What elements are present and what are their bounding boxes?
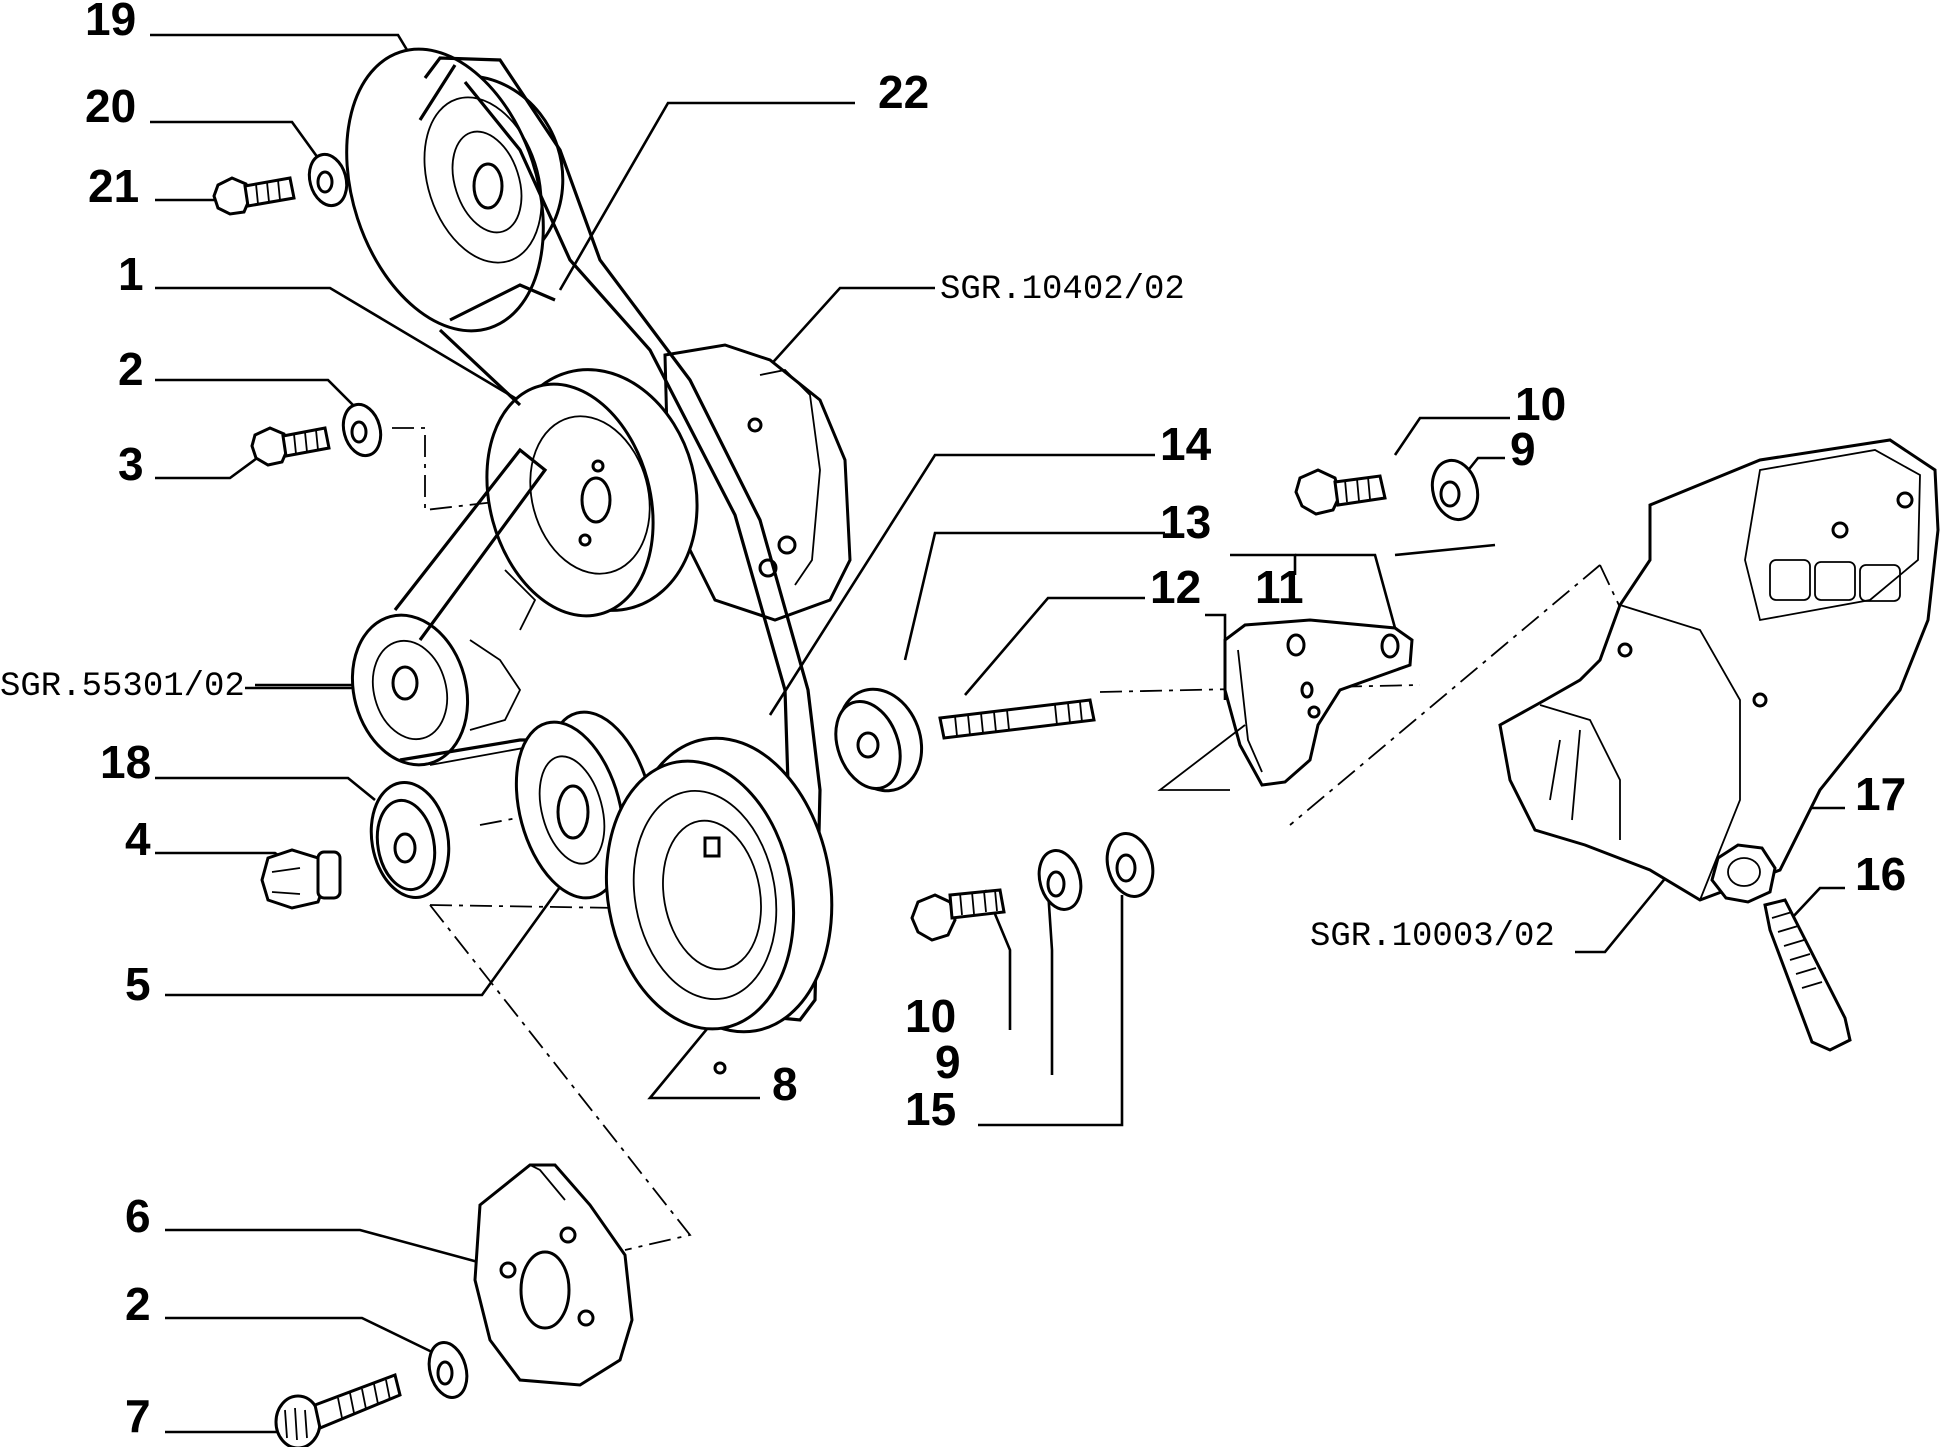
bolt-10-upper [1294,468,1387,516]
washer-20 [307,152,349,208]
callout-15: 15 [905,1083,956,1135]
washer-15 [1105,832,1155,898]
callout-10-lower: 10 [905,990,956,1042]
reference-codes: SGR.10402/02 SGR.55301/02 SGR.10003/02 [0,271,1555,956]
callout-8: 8 [772,1058,798,1110]
callout-9-upper: 9 [1510,423,1536,475]
nut-17 [1710,843,1777,904]
callout-3: 3 [118,438,144,490]
stud-16 [1763,898,1852,1052]
bracket-11 [1157,618,1414,791]
callout-12: 12 [1150,561,1201,613]
callout-19: 19 [85,0,136,45]
callout-21: 21 [88,160,139,212]
washer-2-lower [427,1341,469,1399]
belt-22 [418,56,822,1022]
washer-2-upper [341,402,383,458]
ref-sgr-10402: SGR.10402/02 [940,271,1185,309]
callout-11: 11 [1255,561,1304,613]
crank-pulley-8 [604,736,834,1075]
ref-sgr-55301: SGR.55301/02 [0,668,245,706]
callout-20: 20 [85,80,136,132]
callout-4: 4 [125,813,151,865]
callout-9-lower: 9 [935,1036,961,1088]
washer-18 [369,781,451,899]
callout-13: 13 [1160,496,1211,548]
callout-1: 1 [118,248,144,300]
washer-9-upper [1430,458,1480,522]
washer-14 [834,687,924,793]
callout-10-upper: 10 [1515,378,1566,430]
stud-12 [938,698,1096,740]
engine-block [1498,438,1940,902]
plate-6 [473,1163,634,1387]
callout-16: 16 [1855,848,1906,900]
ref-sgr-10003: SGR.10003/02 [1310,918,1555,956]
bolt-21 [212,176,296,216]
tensioner-pulley [350,447,560,767]
bolt-3 [250,426,331,467]
callout-5: 5 [125,958,151,1010]
nut-4 [260,848,342,910]
callout-labels: 19 20 21 22 1 2 3 14 13 12 11 10 9 18 4 … [85,0,1906,1442]
callout-6: 6 [125,1190,151,1242]
washer-9-lower [1037,849,1083,911]
callout-2-lower: 2 [125,1278,151,1330]
callout-22: 22 [878,66,929,118]
callout-14: 14 [1160,418,1212,470]
callout-2-upper: 2 [118,343,144,395]
callout-17: 17 [1855,768,1906,820]
bolt-7 [274,1373,402,1447]
bolt-10-lower [910,888,1006,942]
callout-18: 18 [100,736,151,788]
pulley-1 [485,368,699,618]
callout-7: 7 [125,1390,151,1442]
